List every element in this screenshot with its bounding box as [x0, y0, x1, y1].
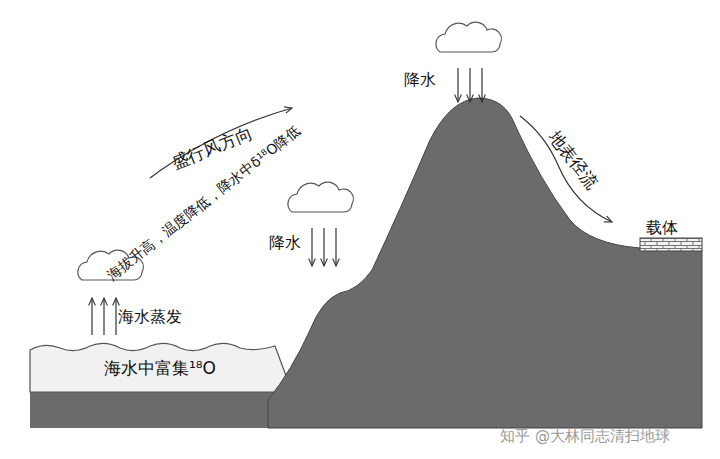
carrier-label: 载体 [646, 219, 678, 237]
evaporation-label: 海水蒸发 [118, 308, 182, 326]
precipitation-label: 降水 [404, 71, 436, 89]
watermark: 知乎 @大林同志清扫地球 [500, 428, 670, 445]
sea-label: 海水中富集¹⁸O [104, 359, 216, 378]
flow-arrows [92, 68, 612, 335]
mountain [268, 98, 702, 428]
precipitation-label: 降水 [269, 234, 301, 252]
carrier-bricks [640, 238, 702, 251]
sea [30, 343, 292, 392]
runoff-label: 地表径流 [545, 127, 602, 192]
